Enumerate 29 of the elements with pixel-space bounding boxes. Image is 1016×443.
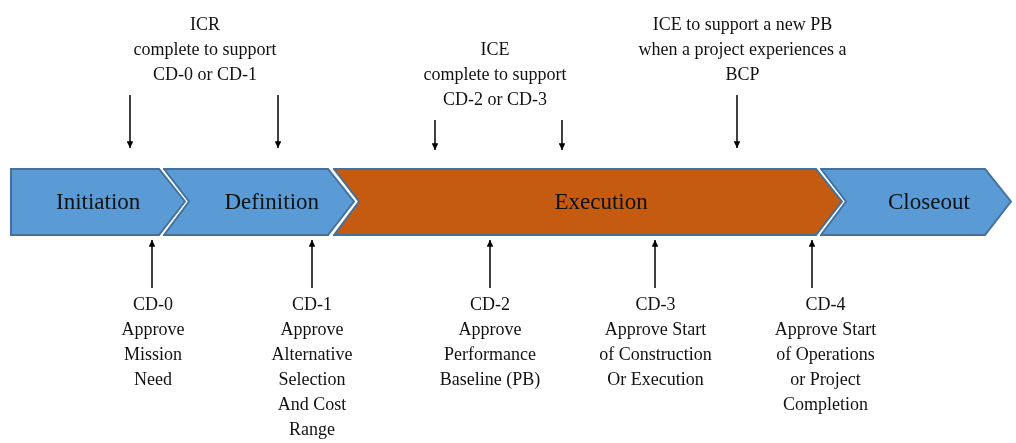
arrow xyxy=(733,94,741,149)
arrow xyxy=(308,239,316,289)
arrow xyxy=(431,119,439,151)
phase-label: Initiation xyxy=(56,189,141,215)
milestone-note: ICE to support a new PB when a project experiences a BCP xyxy=(637,13,848,86)
milestone-note: CD-3 xyxy=(634,293,677,316)
milestone-note: ICR xyxy=(189,13,221,36)
milestone-note: CD-2 xyxy=(469,293,511,316)
arrow xyxy=(126,94,134,149)
milestone-note: Approve Mission Need xyxy=(120,318,186,391)
milestone-note: complete to support CD-0 or CD-1 xyxy=(132,38,278,86)
phase-label: Execution xyxy=(554,189,648,215)
milestone-note: CD-1 xyxy=(291,293,333,316)
arrow xyxy=(486,239,494,289)
milestone-note: Approve Start of Operations or Project Completion xyxy=(773,318,878,416)
arrow xyxy=(274,94,282,149)
milestone-note: CD-4 xyxy=(804,293,847,316)
phase-label: Closeout xyxy=(888,189,970,215)
arrow xyxy=(148,239,156,289)
arrow xyxy=(651,239,659,289)
milestone-note: CD-0 xyxy=(132,293,174,316)
arrow xyxy=(808,239,816,289)
milestone-note: Approve Performance Baseline (PB) xyxy=(438,318,542,391)
phase-label: Definition xyxy=(224,189,320,215)
milestone-note: complete to support CD-2 or CD-3 xyxy=(422,63,568,111)
milestone-note: ICE xyxy=(479,38,511,61)
milestone-note: Approve Start of Construction Or Execution xyxy=(598,318,713,391)
arrow xyxy=(558,119,566,151)
milestone-note: Approve Alternative Selection And Cost Range xyxy=(270,318,354,441)
